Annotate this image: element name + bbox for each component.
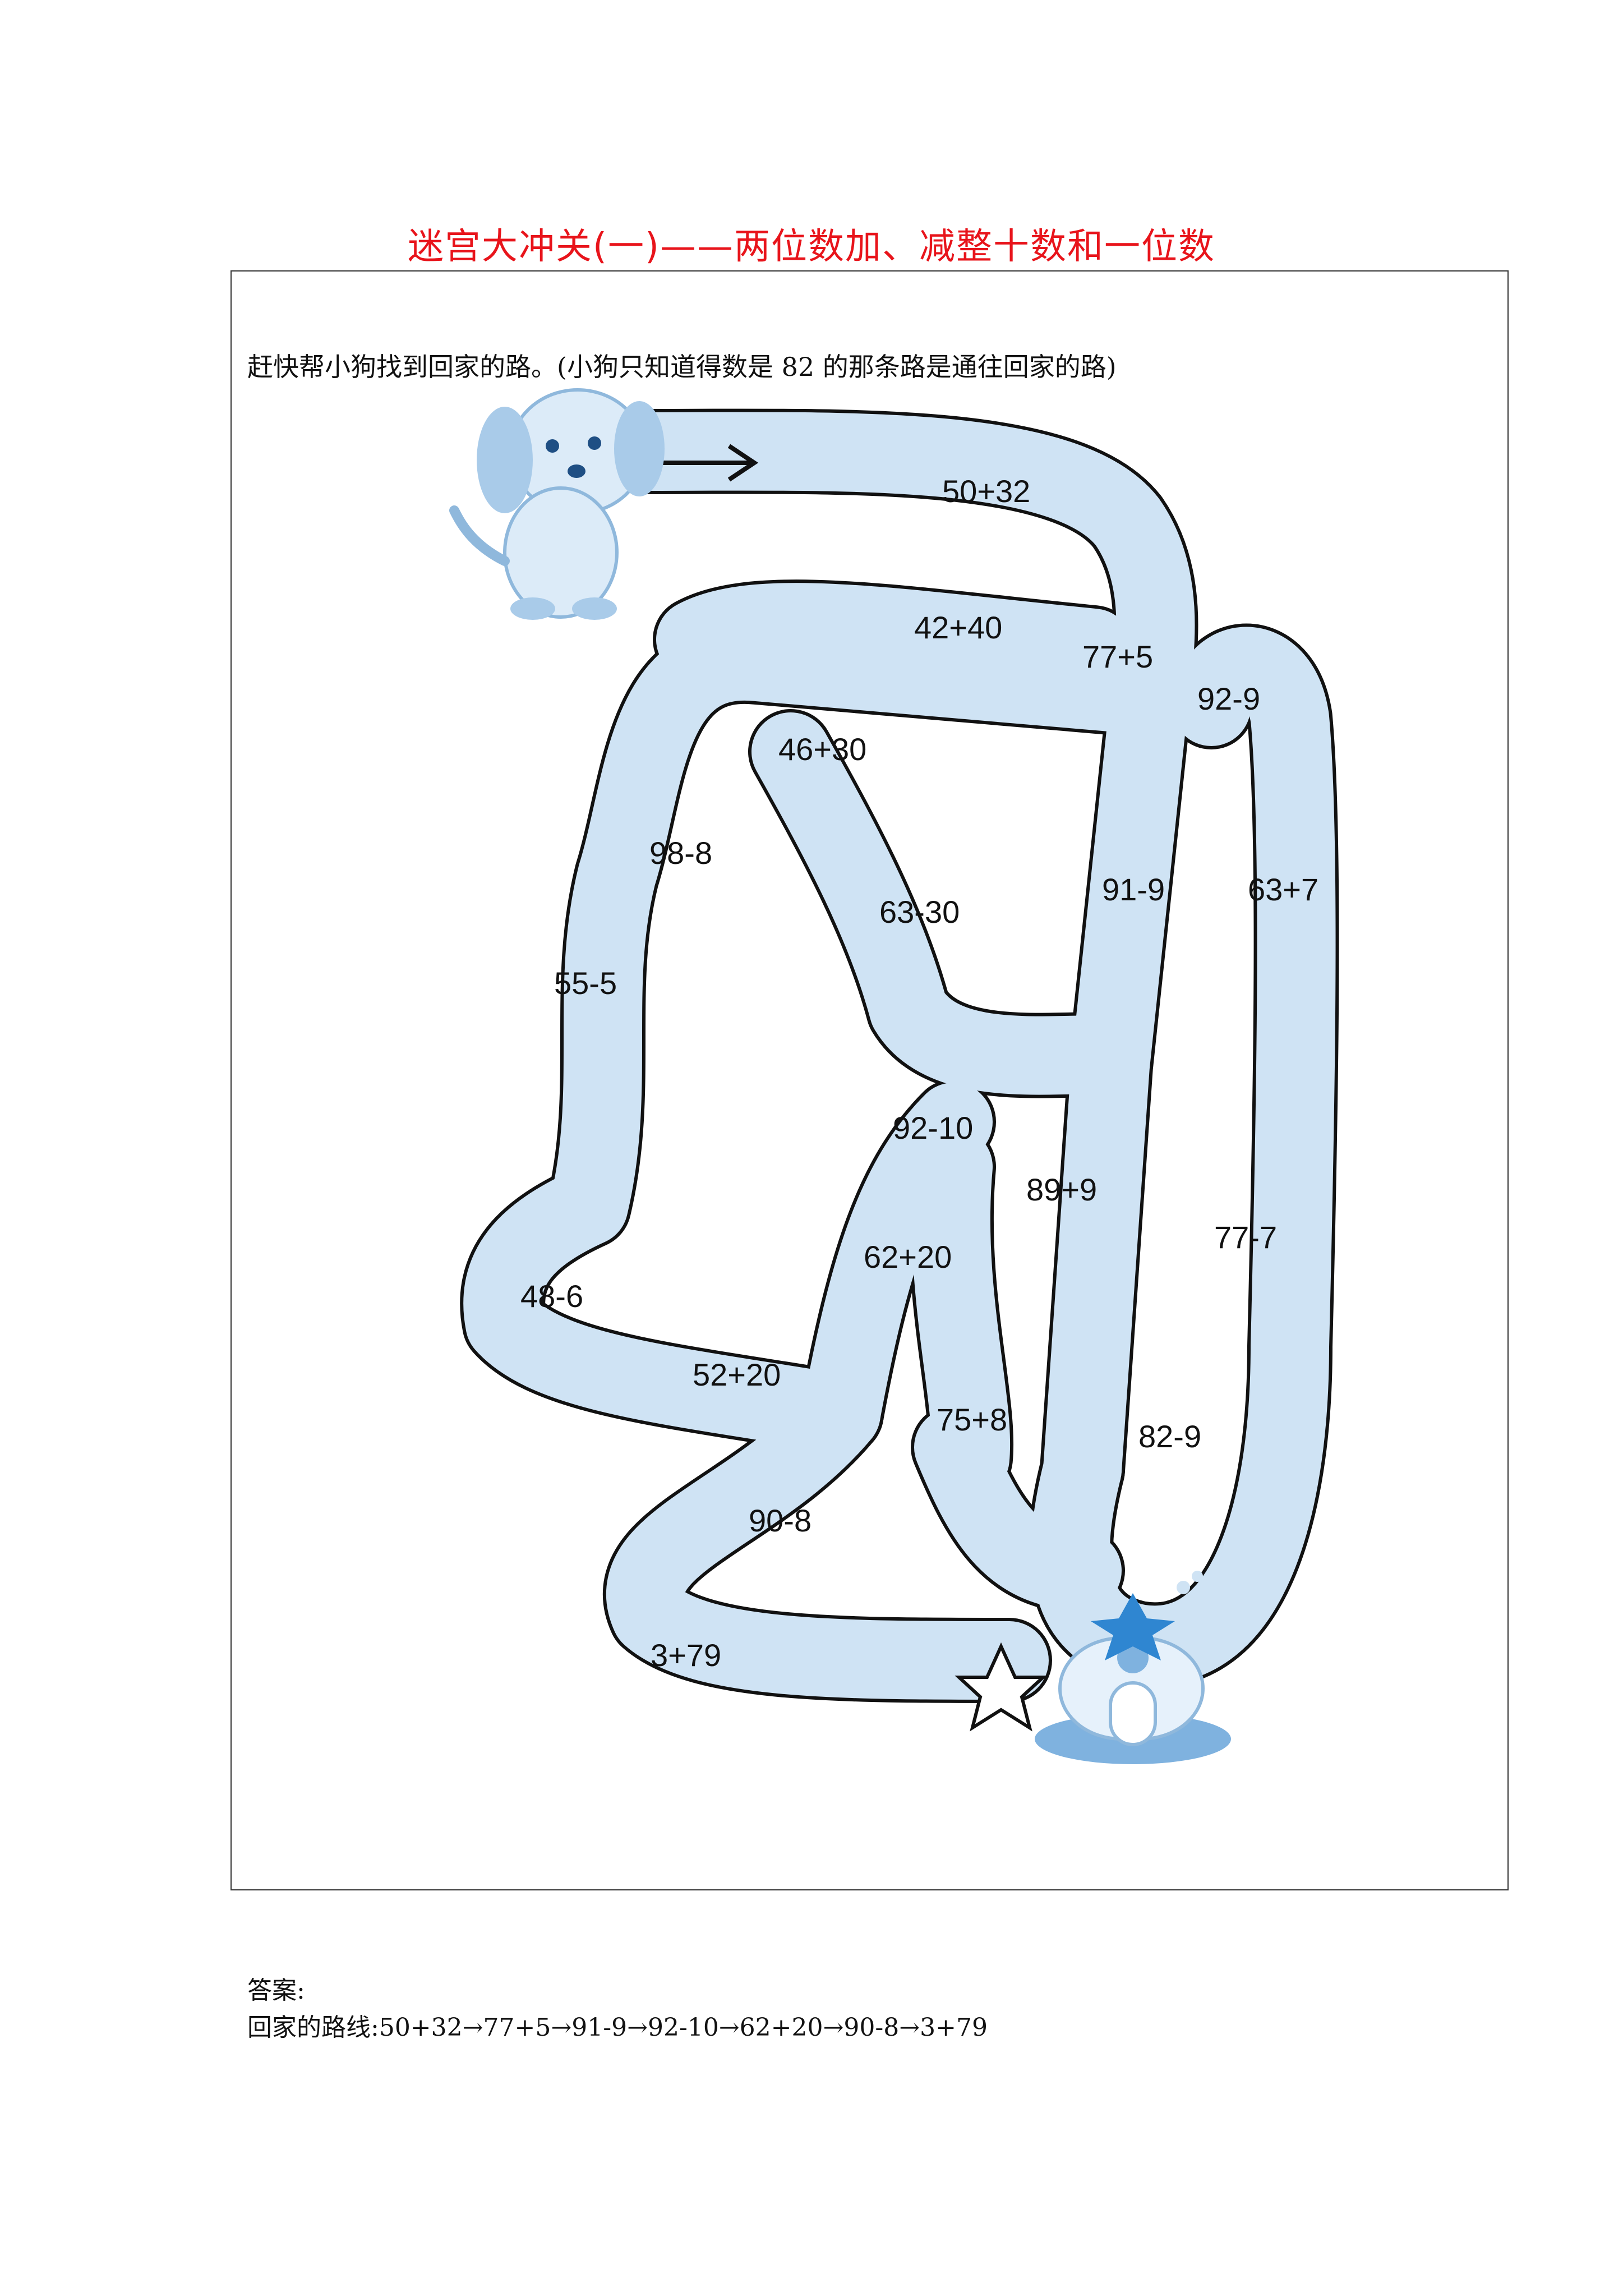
maze-label: 55-5 [554, 965, 617, 1001]
maze-corridors [460, 408, 1339, 1703]
maze-label: 92-9 [1197, 681, 1260, 716]
start-arrow-icon [659, 444, 759, 482]
maze-frame [230, 270, 1509, 1890]
maze-label: 42+40 [914, 610, 1002, 645]
maze-label: 90-8 [749, 1503, 811, 1538]
puppy-icon [449, 388, 665, 620]
maze-label: 75+8 [937, 1402, 1007, 1437]
maze-label: 46+30 [778, 731, 866, 767]
maze-label: 98-8 [649, 835, 712, 871]
maze-label: 89+9 [1026, 1172, 1097, 1207]
star-icon [955, 1642, 1048, 1732]
maze-label: 62+20 [864, 1239, 952, 1274]
maze-label: 63-30 [879, 894, 960, 930]
maze-label: 63+7 [1248, 872, 1318, 907]
maze-label: 91-9 [1102, 872, 1165, 907]
maze-label: 48-6 [520, 1278, 583, 1314]
house-icon [1035, 1571, 1231, 1764]
instruction-text: 赶快帮小狗找到回家的路。(小狗只知道得数是 82 的那条路是通往回家的路) [247, 352, 1117, 382]
maze-label: 52+20 [693, 1357, 781, 1392]
page-title: 迷宫大冲关(一)——两位数加、减整十数和一位数 [408, 226, 1215, 268]
answer-route: 回家的路线:50+32→77+5→91-9→92-10→62+20→90-8→3… [247, 2013, 988, 2042]
maze-label: 92-10 [893, 1110, 973, 1145]
maze-label: 82-9 [1138, 1419, 1201, 1454]
maze-label: 77-7 [1214, 1220, 1277, 1255]
maze-label: 3+79 [651, 1637, 721, 1673]
maze-label: 50+32 [942, 473, 1030, 509]
maze-label: 77+5 [1082, 639, 1153, 674]
answer-heading: 答案: [247, 1976, 305, 2005]
maze-labels: 50+32 42+40 77+5 92-9 46+30 98-8 63-30 9… [520, 473, 1318, 1673]
